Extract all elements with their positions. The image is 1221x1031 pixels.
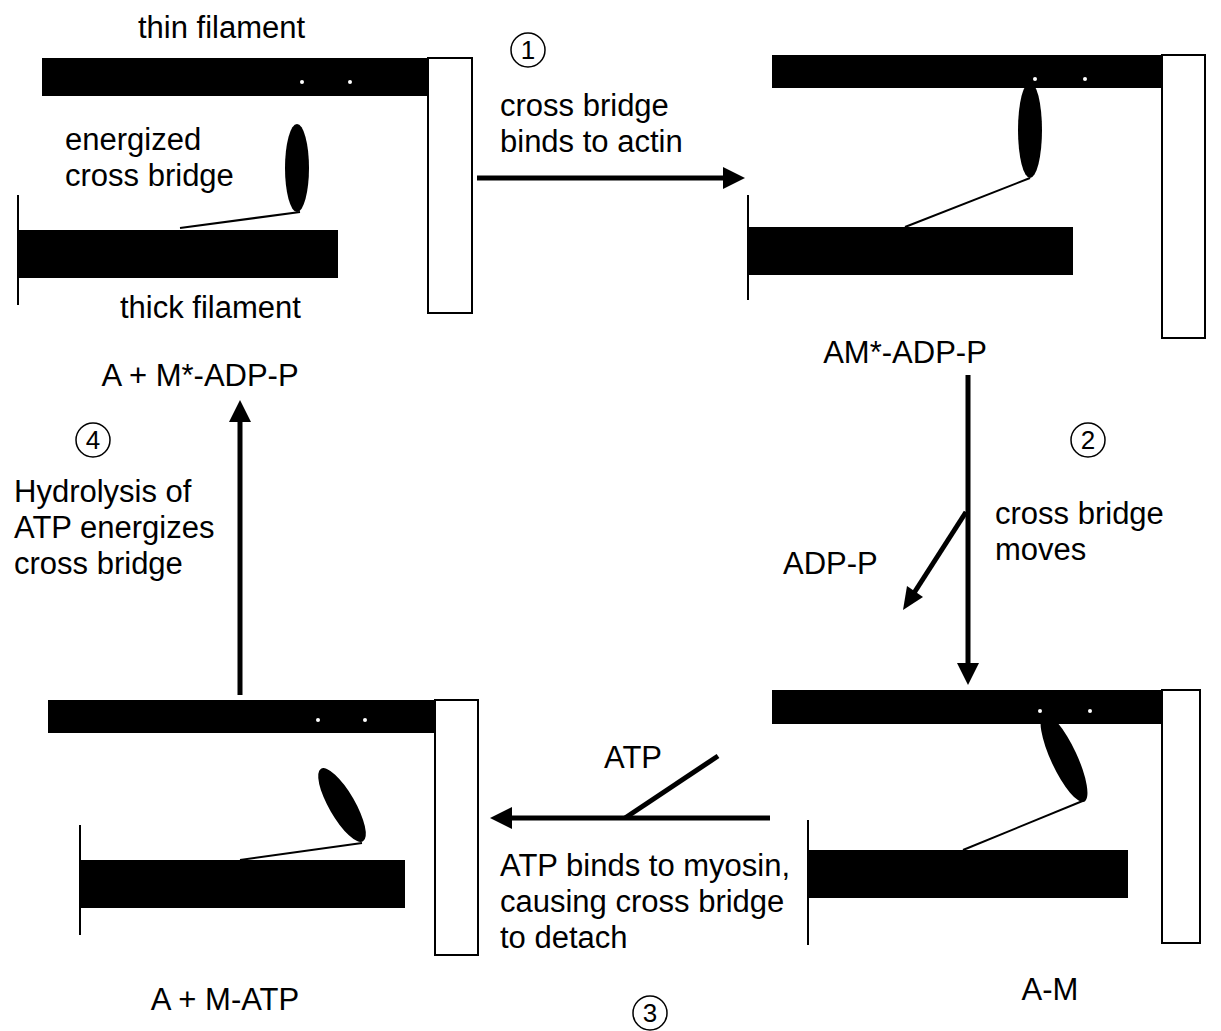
callout-number: 4 bbox=[77, 425, 109, 455]
step-label: cross bridge binds to actin bbox=[500, 88, 745, 160]
state-panel: A-M bbox=[770, 685, 1205, 1015]
cycle-arrow bbox=[229, 400, 251, 695]
state-panel: A + M*-ADP-P bbox=[12, 55, 477, 400]
callout-number: 1 bbox=[512, 35, 544, 65]
cycle-arrow bbox=[477, 167, 745, 189]
state-label: AM*-ADP-P bbox=[823, 335, 987, 371]
step-label: Hydrolysis of ATP energizes cross bridge bbox=[14, 474, 226, 582]
cross-bridge-label: energized cross bridge bbox=[65, 122, 280, 194]
panel-bound bbox=[748, 55, 1205, 338]
filament-label: thin filament bbox=[138, 10, 398, 46]
callout-number: 3 bbox=[634, 998, 666, 1028]
state-label: A-M bbox=[1022, 972, 1079, 1008]
panel-detached bbox=[48, 700, 478, 955]
state-panel: A + M-ATP bbox=[45, 695, 490, 1025]
step-label: ATP binds to myosin, causing cross bridg… bbox=[500, 848, 800, 956]
state-label: A + M*-ADP-P bbox=[101, 358, 298, 394]
state-label: A + M-ATP bbox=[151, 982, 299, 1018]
branch-arrows bbox=[625, 512, 966, 818]
cycle-arrow bbox=[490, 807, 770, 829]
product-label: ADP-P bbox=[783, 546, 903, 582]
panel-energized bbox=[18, 58, 472, 313]
panel-rigor bbox=[772, 690, 1200, 945]
callout-number: 2 bbox=[1072, 425, 1104, 455]
filament-label: thick filament bbox=[120, 290, 380, 326]
cycle-arrow bbox=[957, 375, 979, 685]
state-panel: AM*-ADP-P bbox=[745, 55, 1207, 375]
reactant-label: ATP bbox=[604, 740, 684, 776]
step-label: cross bridge moves bbox=[995, 496, 1215, 568]
